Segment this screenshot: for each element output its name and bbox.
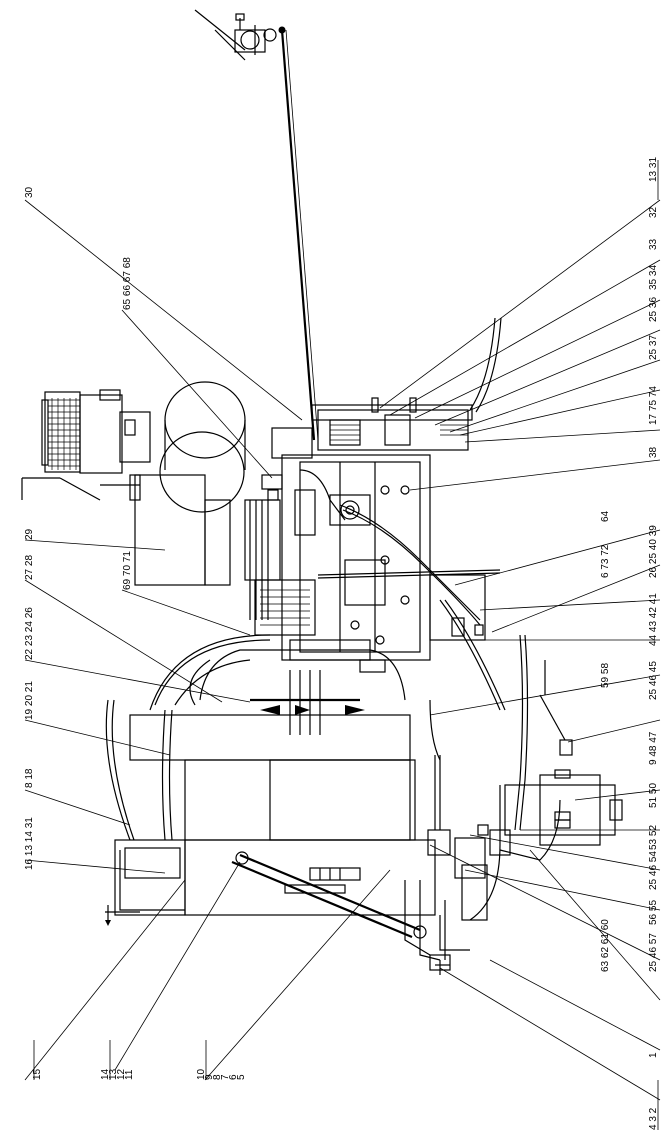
fuel-injection-pump [244,489,386,673]
label-underlines [33,160,659,1130]
callout-t5: 69 70 71 [122,551,133,590]
callout-c9: 64 [600,510,611,522]
callout-t16: 9 [204,1074,215,1080]
throttle-rod [194,9,319,441]
callout-t4: 27 28 [24,555,35,580]
callout-labels-right: 13 31 32 33 35 34 25 36 25 37 17 75 74 3… [600,157,659,1130]
callout-c22: 1 [648,1052,659,1058]
callout-c4: 35 34 [648,265,659,290]
callout-c20: 25 46 57 [648,933,659,972]
callout-c23: 4 3 2 [648,1107,659,1130]
callout-t20: 5 [236,1074,247,1080]
hydraulic-valve-block [404,599,623,975]
callout-labels-left: 30 65 66 67 68 29 27 28 69 70 71 22 23 2… [24,186,247,1080]
callout-c7: 17 75 74 [648,386,659,425]
callout-c13: 25 46 45 [648,661,659,700]
throttle-linkage-top [194,9,286,61]
callout-c11: 6 73 72 [600,544,611,578]
callout-t11: 14 [100,1068,111,1080]
fitting-68 [261,474,283,501]
callout-c12: 44 43 42 41 [648,593,659,646]
callout-t15: 10 [196,1068,207,1080]
callout-c14: 59 58 [600,663,611,688]
callout-c1: 13 31 [648,157,659,182]
callout-c16: 51 50 [648,783,659,808]
air-cleaner [21,389,231,586]
callout-c15: 9 48 47 [648,731,659,765]
callout-c5: 25 36 [648,297,659,322]
callout-t1: 30 [24,186,35,198]
callout-t8: 8 18 [24,768,35,788]
callout-t14: 11 [124,1069,135,1080]
callout-c19: 56 55 [648,900,659,925]
callout-t13: 12 [116,1068,127,1080]
callout-c8: 38 [648,446,659,458]
callout-t9: 16 13 14 31 [24,817,35,870]
callout-c17: 53 52 [648,825,659,850]
callout-c18: 25 46 54 [648,851,659,890]
callout-c6: 25 37 [648,335,659,360]
callout-t3: 29 [24,528,35,540]
leader-lines-left [24,199,391,1081]
callout-c2: 32 [648,206,659,218]
radiator [105,699,436,916]
bracket-16 [105,905,140,926]
fan-assembly [149,634,406,735]
radiator-tie-rod [231,851,427,939]
callout-c21: 63 62 61 60 [600,919,611,972]
leader-lines-right [379,199,661,1101]
callout-t18: 7 [220,1074,231,1080]
callout-c10: 26 25 40 39 [648,525,659,578]
callout-t10: 15 [32,1068,43,1080]
callout-t19: 6 [228,1074,239,1080]
callout-t12: 13 [108,1068,119,1080]
callout-t17: 8 [212,1074,223,1080]
callout-t6: 22 23 24 26 [24,607,35,660]
muffler-cylinders [159,381,246,513]
callout-t7: 19 20 21 [24,681,35,720]
callout-c3: 33 [648,238,659,250]
callout-t2: 65 66 67 68 [122,257,133,310]
